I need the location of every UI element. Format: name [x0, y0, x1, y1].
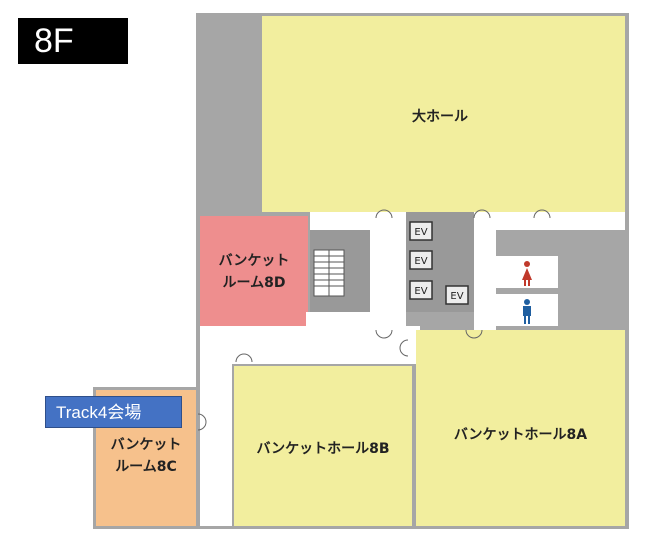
- elevator-1-label: EV: [414, 227, 427, 238]
- banquet-8d-label-line2: ルーム8D: [222, 275, 286, 291]
- stairs-icon: [313, 249, 345, 297]
- banquet-8c-label: バンケット ルーム8C: [96, 434, 196, 478]
- banquet-hall-8b-label: バンケットホール8B: [256, 441, 390, 457]
- corridor-mid: [200, 326, 420, 364]
- elevator-1-box: [409, 221, 433, 241]
- door-icon: [197, 209, 551, 431]
- banquet-8d-label: バンケット ルーム8D: [200, 250, 308, 294]
- elevator-3-box: [409, 280, 433, 300]
- female-restroom-icon: [522, 261, 532, 286]
- elevator-4-box: [445, 285, 469, 305]
- male-restroom-icon: [523, 299, 531, 324]
- banquet-hall-8b-area[interactable]: [234, 366, 412, 526]
- floor-badge: 8F: [18, 18, 128, 64]
- banquet-8d-area[interactable]: [200, 216, 308, 326]
- banquet-8c-label-line1: バンケット: [110, 437, 182, 453]
- main-hall-label: 大ホール: [412, 109, 468, 125]
- banquet-hall-8a-area[interactable]: [416, 330, 625, 526]
- elevator-2-box: [409, 250, 433, 270]
- elevator-3-label: EV: [414, 286, 427, 297]
- corridor-vertical-left: [370, 212, 406, 336]
- banquet-8d-label-line1: バンケット: [218, 253, 290, 269]
- banquet-hall-8a-label: バンケットホール8A: [453, 427, 588, 443]
- stairs-landing: [306, 312, 370, 326]
- corridor-vertical-right: [474, 212, 496, 336]
- track4-venue-tag[interactable]: Track4会場: [45, 396, 182, 428]
- elevator-4-label: EV: [450, 291, 463, 302]
- banquet-8c-label-line2: ルーム8C: [115, 459, 177, 475]
- elevator-2-label: EV: [414, 256, 427, 267]
- main-hall-area[interactable]: [262, 16, 625, 212]
